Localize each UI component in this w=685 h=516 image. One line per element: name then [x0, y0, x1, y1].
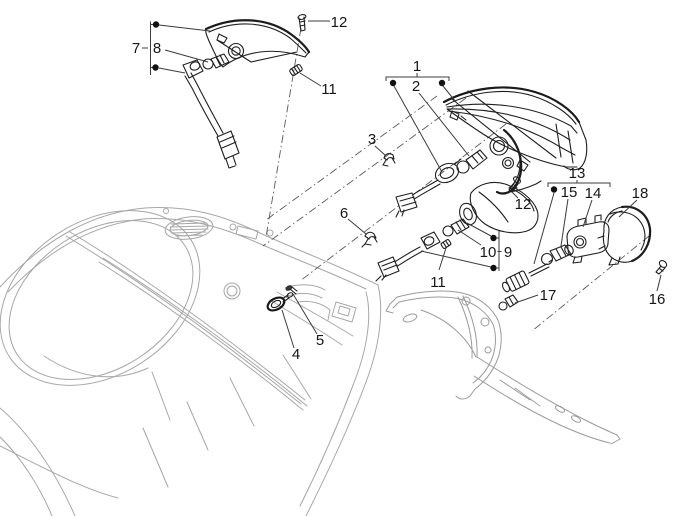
body-plug-group	[266, 285, 298, 312]
callout-11-top: 11	[321, 81, 337, 98]
callout-10: 10	[480, 244, 497, 261]
license-plate-bracket	[385, 290, 621, 445]
callout-15: 15	[561, 184, 578, 201]
callout-7: 7	[132, 40, 140, 57]
spoiler-bulb-socket	[227, 42, 245, 60]
tail-light-bulb	[456, 149, 488, 174]
turn-signal-connector	[377, 256, 400, 278]
rear-indicator-lens	[597, 205, 652, 266]
cable-clip-upper	[382, 153, 396, 167]
callout-2: 2	[412, 78, 420, 95]
callout-11-mid: 11	[430, 274, 446, 291]
callout-16: 16	[649, 291, 666, 308]
callout-9: 9	[504, 244, 512, 261]
grommet-mid	[440, 239, 452, 249]
callout-18: 18	[632, 185, 649, 202]
spoiler-bulb-holder	[182, 59, 240, 169]
rear-indicator-assembly	[498, 205, 668, 311]
rear-indicator-screw	[655, 260, 668, 275]
rear-indicator-bulb	[540, 244, 574, 266]
callout-6: 6	[340, 205, 348, 222]
tail-light-assembly	[382, 86, 588, 218]
indicator-bulb-holder	[501, 259, 553, 293]
body-plug	[266, 292, 294, 312]
tail-light-bulb-holder	[395, 158, 462, 218]
callout-12-top: 12	[331, 14, 348, 31]
turn-signal-assembly	[361, 181, 539, 282]
spoiler-light-assembly	[182, 14, 311, 169]
callout-labels: 1 2 3 4 5 6 7 8 9 10 11 11 12 12 13 14 1…	[132, 14, 666, 363]
callout-14: 14	[585, 185, 602, 202]
cable-clip-lower	[361, 231, 378, 248]
callout-5: 5	[316, 332, 324, 349]
body-plug-screw	[285, 285, 298, 295]
scooter-body-outline	[0, 207, 382, 516]
callout-8: 8	[153, 40, 161, 57]
callout-4: 4	[292, 346, 300, 363]
spoiler-bulb	[202, 53, 230, 70]
grommet-top	[289, 64, 303, 76]
callout-1: 1	[413, 58, 421, 75]
rear-indicator-housing	[566, 214, 610, 264]
callout-leaders	[142, 20, 662, 349]
callout-12-mid: 12	[515, 196, 532, 213]
turn-signal-bulb-holder	[375, 231, 441, 282]
screw-top	[297, 14, 307, 32]
callout-17: 17	[540, 287, 557, 304]
turn-signal-bulb	[442, 218, 470, 237]
callout-13: 13	[569, 165, 586, 182]
callout-3: 3	[368, 131, 376, 148]
construction-lines	[262, 27, 650, 332]
